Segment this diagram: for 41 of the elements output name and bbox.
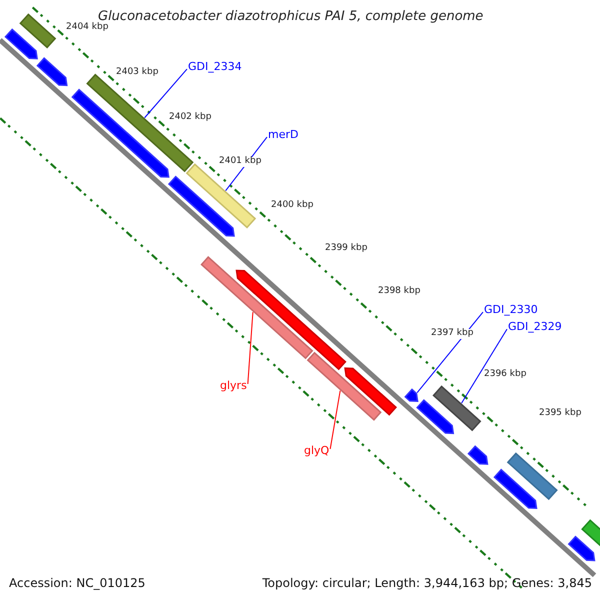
footer-text: Accession: NC_010125: [9, 577, 146, 590]
gene-label: glyrs: [220, 380, 247, 392]
scale-label: 2404 kbp: [65, 23, 110, 33]
gene-bar: [19, 13, 56, 48]
leader-line: [416, 312, 484, 394]
gene-bar: [306, 352, 382, 421]
gene-bar: [344, 367, 397, 416]
gene-bar: [236, 270, 346, 370]
gene-label: GDI_2330: [484, 304, 538, 316]
gene-bar: [186, 163, 256, 228]
footer-text: Topology: circular; Length: 3,944,163 bp; Genes: 3,845: [262, 577, 592, 590]
scale-label: 2402 kbp: [168, 113, 212, 123]
gene-bar: [4, 28, 38, 60]
scale-label: 2399 kbp: [324, 244, 368, 254]
scale-label: 2401 kbp: [218, 157, 262, 167]
gene-bar: [506, 452, 558, 500]
gene-bar: [71, 88, 170, 178]
scale-label: 2396 kbp: [483, 370, 528, 380]
gene-bar: [168, 176, 235, 237]
gene-label: merD: [268, 129, 298, 142]
scale-label: 2398 kbp: [377, 287, 422, 297]
leader-line: [144, 68, 188, 118]
gene-label: glyQ: [304, 445, 330, 458]
scale-label: 2400 kbp: [270, 201, 314, 211]
gene-bar: [404, 388, 418, 402]
gene-label: GDI_2329: [508, 321, 562, 334]
gene-bar: [416, 399, 454, 434]
scale-label: 2395 kbp: [538, 409, 582, 419]
gene-bar: [200, 256, 314, 360]
leader-line: [247, 312, 254, 384]
gene-bar: [467, 445, 488, 465]
title: Gluconacetobacter diazotrophicus PAI 5, complete genome: [98, 10, 484, 24]
scale-label: 2397 kbp: [430, 329, 474, 339]
leader-line: [461, 328, 508, 404]
gene-bar: [493, 468, 538, 510]
gene-bar: [36, 57, 68, 86]
gene-label: GDI_2334: [188, 61, 242, 74]
leader-line: [330, 390, 341, 450]
gene-bar: [568, 536, 596, 562]
scale-label: 2403 kbp: [115, 68, 160, 78]
gene-bar: [432, 385, 482, 432]
